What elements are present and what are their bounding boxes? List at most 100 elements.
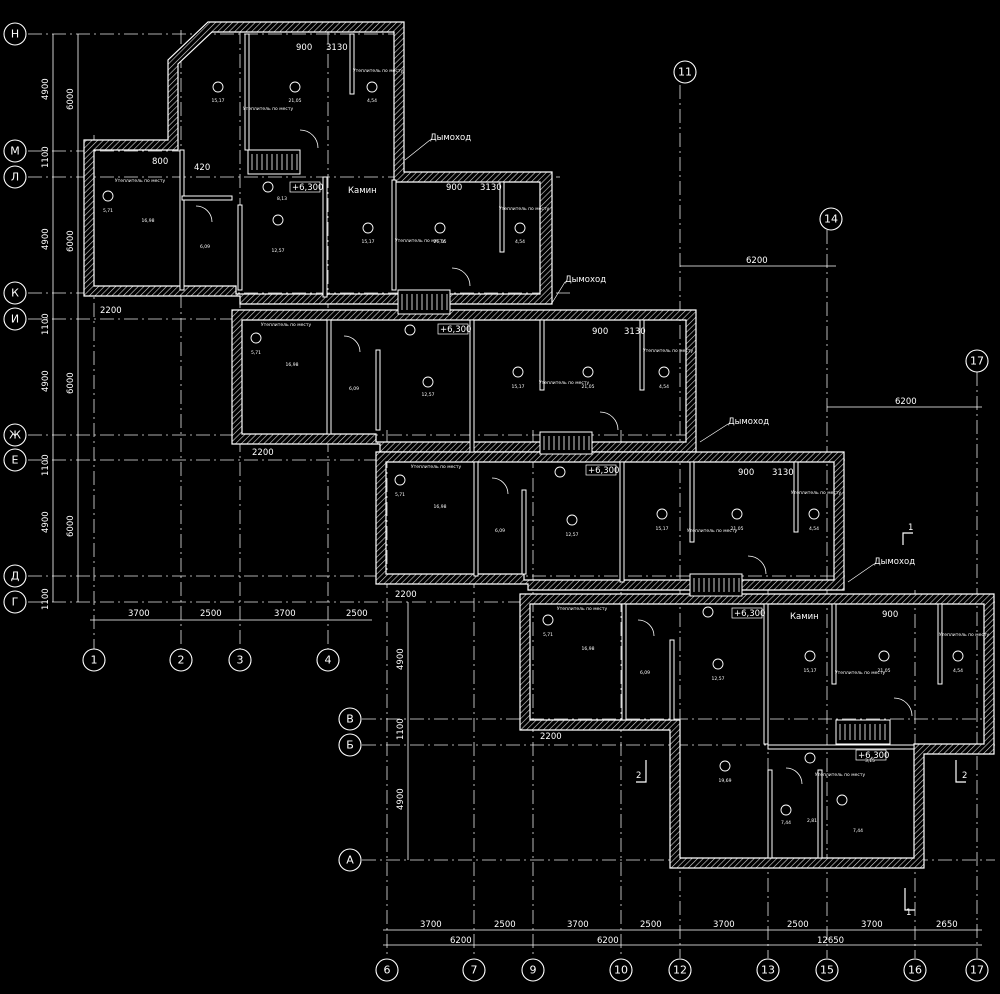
axis-label: 2 xyxy=(178,654,185,667)
grid-lines xyxy=(28,30,995,958)
axis-label: 6 xyxy=(384,964,391,977)
dim-text: 4900 xyxy=(41,78,51,100)
axis-label: М xyxy=(10,145,20,158)
dim-text: 1100 xyxy=(41,588,51,610)
fireplace-label: Камин xyxy=(348,186,377,196)
dim-text: 3700 xyxy=(420,920,442,930)
room-area: 4,54 xyxy=(515,239,525,245)
insulation-note: Утеплитель по месту xyxy=(411,464,462,470)
stairs xyxy=(251,154,886,740)
axis-label: К xyxy=(11,287,19,300)
axis-label: 17 xyxy=(970,355,984,368)
room-area: 6,09 xyxy=(495,528,505,534)
insulation-note: Утеплитель по месту xyxy=(499,206,550,212)
axis-label: 17 xyxy=(970,964,984,977)
axis-label: Д xyxy=(11,570,20,583)
dim-text: 3700 xyxy=(128,609,150,619)
axis-label: Ж xyxy=(9,429,21,442)
room-area: 6,09 xyxy=(349,386,359,392)
axis-label: 13 xyxy=(761,964,775,977)
dim-text: 420 xyxy=(194,163,210,173)
dim-text: 900 xyxy=(446,183,462,193)
dim-text: 4900 xyxy=(41,370,51,392)
dim-text: 900 xyxy=(738,468,754,478)
insulation-note: Утеплитель по месту xyxy=(395,238,446,244)
axis-label: 1 xyxy=(91,654,98,667)
dim-text: 1100 xyxy=(41,454,51,476)
room-area-labels: 15,17 21,05 4,54 5,71 16,98 6,09 12,57 8… xyxy=(103,98,963,834)
axis-label: 3 xyxy=(237,654,244,667)
room-area: 21,05 xyxy=(731,526,744,532)
room-area: 12,57 xyxy=(712,676,725,682)
dim-text: 1100 xyxy=(396,718,406,740)
dim-text: 6200 xyxy=(450,936,472,946)
insulation-note: Утеплитель по месту xyxy=(557,606,608,612)
axis-label: Г xyxy=(12,596,19,609)
exterior-walls xyxy=(83,21,995,869)
dimension-labels: 4900 1100 4900 1100 4900 1100 4900 1100 … xyxy=(41,43,958,946)
room-area: 15,17 xyxy=(512,384,525,390)
chimney-label: Дымоход xyxy=(874,557,915,567)
dim-text: 3130 xyxy=(772,468,794,478)
dim-text: 6000 xyxy=(66,515,76,537)
axis-label: 4 xyxy=(325,654,332,667)
dim-text: 3130 xyxy=(326,43,348,53)
insulation-note: Утеплитель по месту xyxy=(939,632,990,638)
chimney-label: Дымоход xyxy=(430,133,471,143)
insulation-note: Утеплитель по месту xyxy=(539,380,590,386)
dim-text: 4900 xyxy=(396,788,406,810)
room-area: 12,57 xyxy=(272,248,285,254)
section-mark: 1 xyxy=(908,523,913,533)
insulation-notes: Утеплитель по месту Утеплитель по месту … xyxy=(115,68,990,778)
room-area: 21,05 xyxy=(878,668,891,674)
level-mark: +6,300 xyxy=(588,466,619,476)
dim-text: 2650 xyxy=(936,920,958,930)
axis-label: 10 xyxy=(614,964,628,977)
axis-label: 9 xyxy=(530,964,537,977)
axis-markers-top: 11 14 17 xyxy=(673,60,989,373)
dimension-lines xyxy=(52,34,982,946)
dim-text: 3130 xyxy=(624,327,646,337)
room-area: 15,17 xyxy=(362,239,375,245)
axis-label: 14 xyxy=(824,213,838,226)
dim-text: 6000 xyxy=(66,372,76,394)
dim-text: 900 xyxy=(296,43,312,53)
axis-label: Е xyxy=(12,454,19,467)
insulation-note: Утеплитель по месту xyxy=(261,322,312,328)
dim-text: 4900 xyxy=(396,648,406,670)
axis-label: 15 xyxy=(820,964,834,977)
room-area: 2,81 xyxy=(807,818,817,824)
dim-text: 3130 xyxy=(480,183,502,193)
insulation-note: Утеплитель по месту xyxy=(353,68,404,74)
room-area: 6,09 xyxy=(200,244,210,250)
room-markers xyxy=(102,81,964,816)
dim-text: 2500 xyxy=(787,920,809,930)
room-area: 6,09 xyxy=(640,670,650,676)
room-area: 4,54 xyxy=(367,98,377,104)
door-swings xyxy=(195,129,913,785)
chimney-label: Дымоход xyxy=(565,275,606,285)
dim-text: 6000 xyxy=(66,88,76,110)
level-mark: +6,300 xyxy=(734,609,765,619)
axis-label: А xyxy=(346,854,354,867)
level-mark: +6,300 xyxy=(292,183,323,193)
room-area: 16,98 xyxy=(582,646,595,652)
axis-markers-bottom-upper: 1 2 3 4 xyxy=(82,648,340,672)
dim-text: 3700 xyxy=(567,920,589,930)
room-area: 12,57 xyxy=(566,532,579,538)
dim-text: 1100 xyxy=(41,313,51,335)
dim-text: 2500 xyxy=(640,920,662,930)
dim-text: 6000 xyxy=(66,230,76,252)
room-area: 19,69 xyxy=(719,778,732,784)
axis-label: 16 xyxy=(908,964,922,977)
dim-text: 2500 xyxy=(200,609,222,619)
room-area: 21,05 xyxy=(582,384,595,390)
axis-label: 12 xyxy=(673,964,687,977)
dim-text: 6200 xyxy=(895,397,917,407)
fireplace-label: Камин xyxy=(790,612,819,622)
dim-text: 1100 xyxy=(41,146,51,168)
insulation-note: Утеплитель по месту xyxy=(115,178,166,184)
room-area: 7,44 xyxy=(781,820,791,826)
room-area: 5,71 xyxy=(103,208,113,214)
